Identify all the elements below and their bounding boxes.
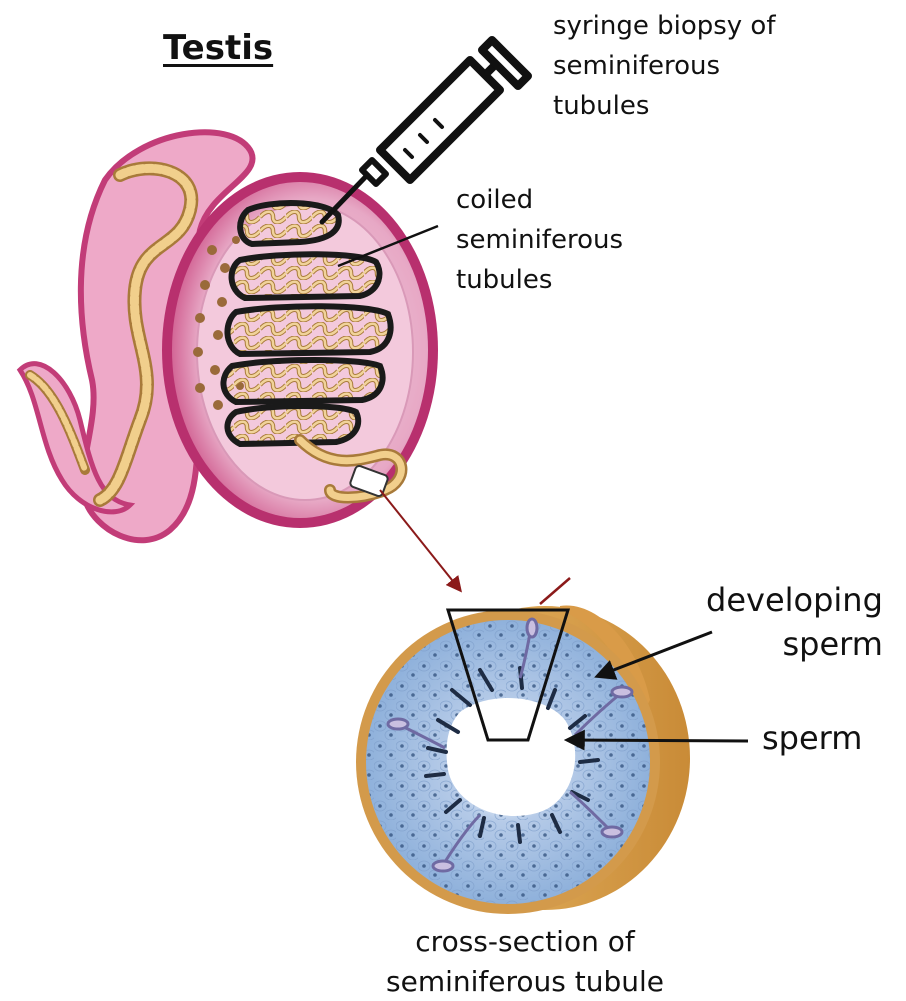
label-line: syringe biopsy of — [553, 6, 776, 46]
label-line: seminiferous — [456, 220, 623, 260]
label-line: seminiferous — [553, 46, 776, 86]
label-cross-section: cross-section of seminiferous tubule — [360, 922, 690, 1001]
label-developing-sperm: developing sperm — [706, 578, 883, 666]
label-sperm: sperm — [762, 718, 862, 758]
label-line: coiled — [456, 180, 623, 220]
label-syringe-biopsy: syringe biopsy of seminiferous tubules — [553, 6, 776, 126]
label-line: tubules — [456, 260, 623, 300]
arrow-sperm — [568, 740, 748, 741]
label-coiled-tubules: coiled seminiferous tubules — [456, 180, 623, 300]
label-line: seminiferous tubule — [360, 962, 690, 1001]
page-title: Testis — [163, 28, 273, 68]
label-line: sperm — [706, 622, 883, 666]
zoom-arrow — [380, 490, 460, 590]
label-line: cross-section of — [360, 922, 690, 962]
label-line: developing — [706, 578, 883, 622]
label-line: tubules — [553, 86, 776, 126]
tubule-cross-section — [356, 578, 690, 914]
